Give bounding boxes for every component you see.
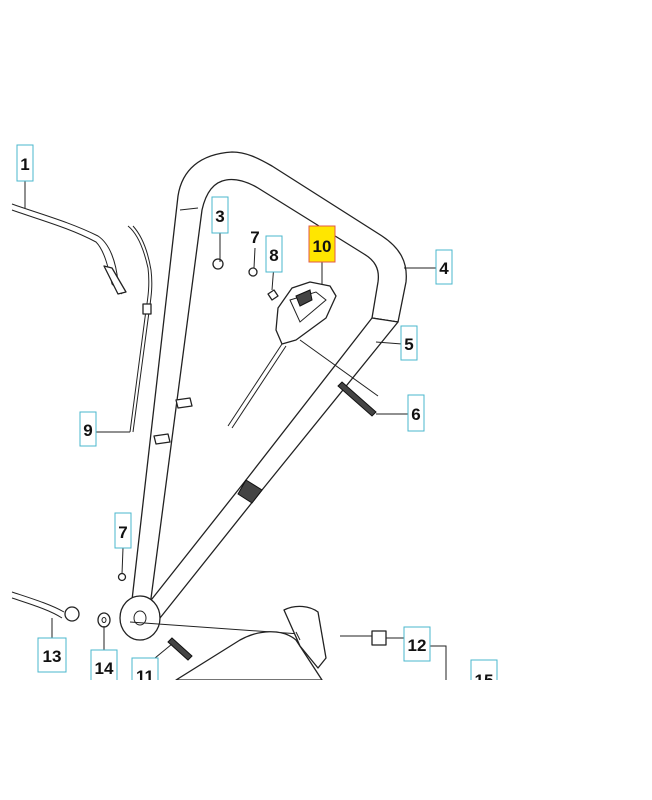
part-handle-4 xyxy=(131,151,407,607)
part-clip-b xyxy=(153,433,171,445)
callout-15: 15 xyxy=(470,659,498,690)
part-tube-5 xyxy=(147,317,399,619)
callout-9: 9 xyxy=(79,411,97,447)
callout-13: 13 xyxy=(37,637,67,673)
part-switch-10 xyxy=(227,281,379,429)
callout-label: 10 xyxy=(313,237,332,256)
callout-1: 1 xyxy=(16,144,34,182)
callout-label: 9 xyxy=(83,421,92,440)
part-rod-9 xyxy=(127,225,153,433)
part-nut-7b xyxy=(117,572,127,582)
part-nut-3 xyxy=(212,258,224,270)
callout-8: 8 xyxy=(265,235,283,273)
callout-6: 6 xyxy=(407,394,425,432)
callout-14: 14 xyxy=(90,649,118,680)
callout-label: 12 xyxy=(408,636,427,655)
callout-12: 12 xyxy=(403,626,431,662)
callout-label: 7 xyxy=(118,523,127,542)
callout-11: 11 xyxy=(131,657,159,686)
part-lower-body xyxy=(175,605,327,680)
callout-7-lower: 7 xyxy=(114,512,132,549)
callout-3: 3 xyxy=(211,196,229,234)
part-screw-6 xyxy=(337,381,377,417)
callout-label: 3 xyxy=(215,207,224,226)
callout-10-highlighted: 10 xyxy=(308,225,336,263)
part-washer-14 xyxy=(97,612,111,628)
callout-7: 7 xyxy=(247,226,263,248)
callout-5: 5 xyxy=(400,325,418,361)
callout-label: 5 xyxy=(404,335,413,354)
callout-label: 11 xyxy=(136,667,154,686)
callout-label: 8 xyxy=(269,246,278,265)
callout-label: 14 xyxy=(95,659,114,678)
part-bolt-11 xyxy=(167,637,193,661)
callout-label: 4 xyxy=(439,259,449,278)
part-clip-a xyxy=(175,397,193,409)
part-bolt-12 xyxy=(340,630,406,646)
part-nut-7a xyxy=(248,267,258,277)
callout-label: 13 xyxy=(43,647,62,666)
part-washer-8 xyxy=(267,289,279,301)
callout-label: 7 xyxy=(250,228,259,247)
part-cable-1 xyxy=(11,203,127,295)
callout-label: 1 xyxy=(20,155,29,174)
callout-label: 6 xyxy=(411,405,420,424)
callout-4: 4 xyxy=(435,249,453,285)
part-cable-13 xyxy=(11,591,80,622)
callout-label: 15 xyxy=(475,671,494,690)
